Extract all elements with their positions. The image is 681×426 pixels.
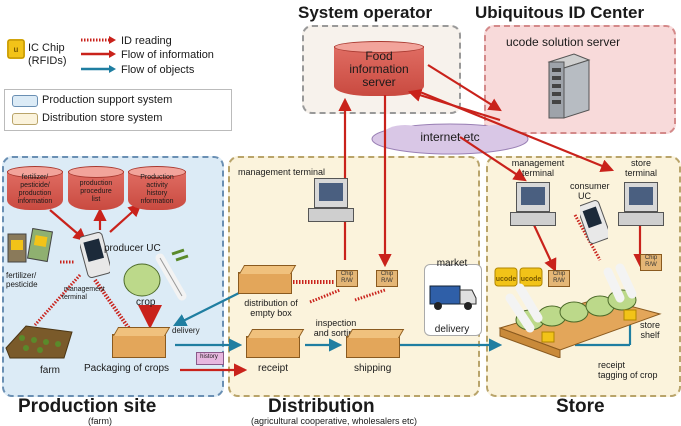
db-fertilizer-line2: pesticide/ xyxy=(20,182,50,189)
management-terminal-dist-label: management terminal xyxy=(238,167,326,177)
db-history-line1: Production xyxy=(140,174,174,181)
internet-cloud xyxy=(371,123,529,155)
store-shelf-line1: store xyxy=(639,320,660,330)
db-fertilizer xyxy=(7,166,63,210)
db-history xyxy=(128,166,186,210)
producer-uc-label: producer UC xyxy=(104,243,161,254)
db-procedure-line2: procedure xyxy=(80,188,112,195)
empty-box-dist xyxy=(238,272,292,294)
receipt-tagging-line1: receipt xyxy=(598,360,626,370)
db-procedure xyxy=(68,166,124,210)
legend-chip-label: IC Chip xyxy=(28,42,65,54)
store-terminal-line2: terminal xyxy=(624,168,657,178)
shipping-label: shipping xyxy=(354,363,392,374)
db-history-line4: nformation xyxy=(140,198,174,205)
store-terminal-computer xyxy=(618,182,664,228)
food-server-line2: information xyxy=(349,62,409,76)
legend-flow-info: Flow of information xyxy=(121,49,214,61)
store-management-line1: management xyxy=(511,158,565,168)
fertilizer-bags-icon xyxy=(7,228,54,263)
store-terminal-line1: store xyxy=(630,158,651,168)
inspection-line1: inspection xyxy=(315,318,357,328)
ucode-server-label: ucode solution server xyxy=(506,35,621,49)
db-procedure-line3: list xyxy=(91,196,101,203)
db-fertilizer-line1: fertilizer/ xyxy=(21,174,49,181)
management-terminal-prod-line1: management xyxy=(64,286,105,293)
distribution-heading: Distribution xyxy=(268,396,375,417)
distribution-box-line2: empty box xyxy=(250,308,292,318)
db-fertilizer-line3: production xyxy=(18,190,52,197)
server-rack-icon xyxy=(547,53,591,119)
legend-distribution-store: Distribution store system xyxy=(42,112,163,124)
consumer-uc-line1: consumer xyxy=(570,181,610,191)
production-site-subheading: (farm) xyxy=(88,416,112,426)
ic-chip-icon: u xyxy=(7,39,25,59)
svg-text:u: u xyxy=(14,45,19,54)
legend-systems-box xyxy=(4,89,232,131)
fertilizer-label-line1: fertilizer/ xyxy=(6,271,37,280)
store-shelf-line2: shelf xyxy=(640,330,660,340)
legend-flow-objects: Flow of objects xyxy=(121,64,195,76)
truck-icon xyxy=(429,285,477,310)
receipt-tagging-line2: tagging of crop xyxy=(598,370,658,380)
db-history-line2: activity xyxy=(146,182,168,189)
fertilizer-label-line2: pesticide xyxy=(6,280,38,289)
db-procedure-line1: production xyxy=(79,180,113,187)
ucode-logo-text-1: ucode xyxy=(496,276,517,283)
food-server-line3: server xyxy=(362,75,396,89)
producer-uc-device-icon xyxy=(80,232,110,278)
history-tag xyxy=(196,352,224,365)
store-management-computer xyxy=(510,182,556,228)
shipping-box xyxy=(346,336,400,358)
store-crops-icon xyxy=(498,263,662,358)
production-site-heading: Production site xyxy=(18,396,157,417)
legend-production-support: Production support system xyxy=(42,94,173,106)
legend-distribution-swatch xyxy=(12,113,38,125)
ucode-logo-text-2: ucode xyxy=(521,276,542,283)
receipt-box xyxy=(246,336,300,358)
store-management-line2: terminal xyxy=(521,168,554,178)
crop-icon xyxy=(123,248,189,301)
inspection-line2: and sorting xyxy=(313,328,359,338)
delivery-label-prod: delivery xyxy=(172,326,200,335)
db-history-line3: history xyxy=(146,190,168,197)
ubiquitous-heading: Ubiquitous ID Center xyxy=(475,3,645,22)
legend-chip-sub: (RFIDs) xyxy=(28,55,67,67)
food-information-server xyxy=(334,41,424,96)
farm-label: farm xyxy=(40,365,60,376)
distribution-box-line1: distribution of xyxy=(244,298,298,308)
receipt-label: receipt xyxy=(258,363,289,374)
store-heading: Store xyxy=(556,396,605,417)
management-terminal-dist-computer xyxy=(308,178,354,228)
market-delivery-label: delivery xyxy=(434,324,470,335)
consumer-uc-line2: UC xyxy=(578,191,591,201)
legend-id-reading: ID reading xyxy=(121,35,172,47)
market-label: market xyxy=(436,258,468,269)
packaging-label: Packaging of crops xyxy=(84,363,170,374)
legend-production-swatch xyxy=(12,95,38,107)
legend-arrows xyxy=(81,36,116,73)
management-terminal-prod-line2: terminal xyxy=(62,294,87,301)
history-tag-label: history xyxy=(200,354,218,360)
food-server-line1: Food xyxy=(365,49,393,63)
farm-field-icon xyxy=(5,325,73,359)
ucode-logo-icon: ucode ucode xyxy=(494,267,543,287)
system-operator-heading: System operator xyxy=(298,3,433,22)
db-fertilizer-line4: information xyxy=(17,198,53,205)
consumer-uc-device-icon xyxy=(580,200,608,244)
packaging-box xyxy=(112,334,166,358)
crop-label: crop xyxy=(136,297,156,308)
distribution-subheading: (agricultural cooperative, wholesalers e… xyxy=(250,416,418,426)
